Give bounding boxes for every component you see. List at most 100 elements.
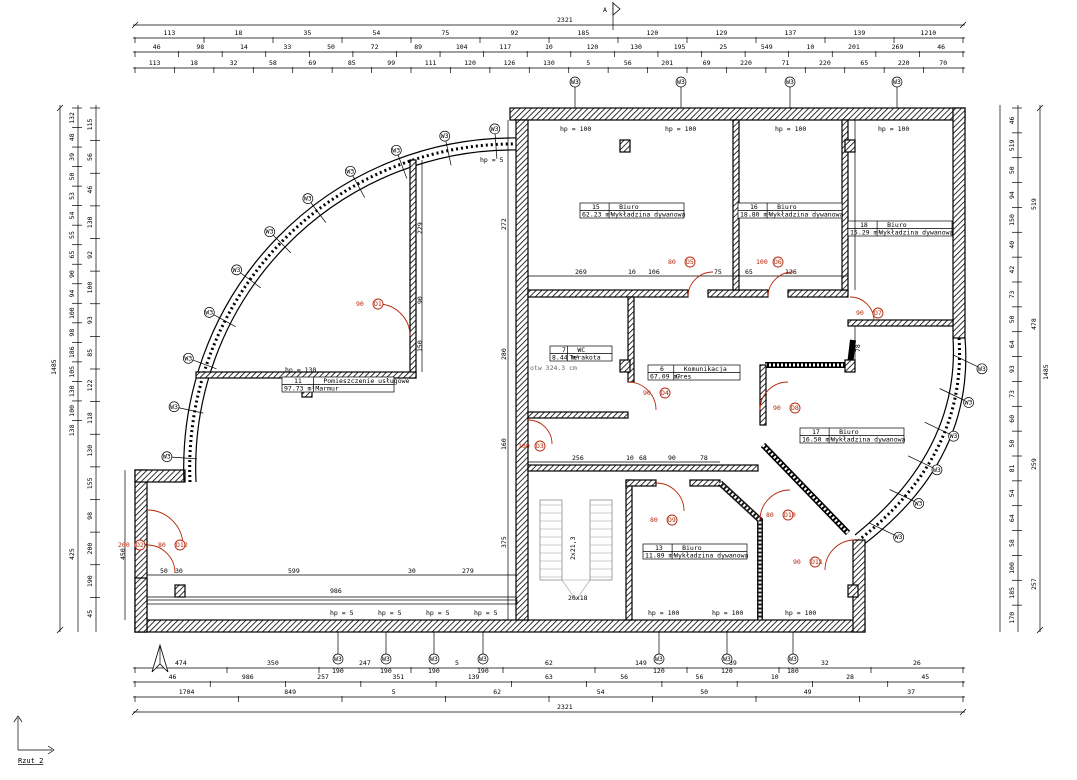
door-tag-id: D10 <box>784 511 796 519</box>
window-tag-id: W3 <box>491 125 499 133</box>
top-dim-value: 111 <box>425 59 437 67</box>
right-dim-value: 50 <box>1008 440 1016 448</box>
room-number: 18 <box>860 221 868 229</box>
window-tag-id: W3 <box>723 655 731 663</box>
view-axis-icon <box>13 715 55 755</box>
right-dim-value: 42 <box>1008 266 1016 274</box>
room-area: 16.50 m² <box>802 436 833 444</box>
interior-dim-value: 10 <box>628 268 636 276</box>
right-part-dim: 519 <box>1030 198 1038 210</box>
room-name: Biuro <box>839 428 859 436</box>
room-area: 67.09 m² <box>650 373 681 381</box>
room-area: 11.89 m² <box>645 552 676 560</box>
door-tag-size: 200 <box>118 541 130 549</box>
top-dim-value: 1210 <box>921 29 937 37</box>
top-dim-value: 54 <box>373 29 381 37</box>
room-name: Biuro <box>682 544 702 552</box>
interior-dim-value: 375 <box>500 536 508 548</box>
bottom-dim-value: 62 <box>493 688 501 696</box>
window-tag-id: W3 <box>479 655 487 663</box>
top-dim-value: 137 <box>785 29 797 37</box>
right-dim-value: 40 <box>1008 241 1016 249</box>
top-dim-value: 120 <box>647 29 659 37</box>
left-dim-value: 55 <box>68 231 76 239</box>
right-dim-value: 519 <box>1008 139 1016 151</box>
interior-dim-value: 78 <box>700 454 708 462</box>
sill-label: hp = 100 <box>560 125 591 133</box>
left-dim-value: 190 <box>86 575 94 587</box>
opening-note: otw 324.3 cm <box>530 364 577 372</box>
left-dim-value: 122 <box>86 379 94 391</box>
right-dimension-lines: 1485 46519509415040427350649373605081546… <box>999 104 1050 634</box>
bottom-dim-value: 10 <box>771 673 779 681</box>
door-tag-id: D1 <box>374 300 382 308</box>
interior-dim-value: 50 <box>160 567 168 575</box>
window-tag-id: W3 <box>266 228 274 236</box>
bottom-dim-value: 54 <box>597 688 605 696</box>
room-number: 13 <box>655 544 663 552</box>
door-tag-id: D9 <box>668 516 676 524</box>
interior-dim-value: 599 <box>288 567 300 575</box>
bottom-dim-value: 139 <box>468 673 480 681</box>
room-number: 16 <box>750 203 758 211</box>
window-tag-id: W3 <box>893 78 901 86</box>
bottom-dim-value: 37 <box>907 688 915 696</box>
sill-label: hp = 100 <box>878 125 909 133</box>
left-dim-value: 115 <box>86 118 94 130</box>
interior-dim-value: 450 <box>119 548 127 560</box>
right-dim-value: 100 <box>1008 562 1016 574</box>
left-dim-value: 155 <box>86 477 94 489</box>
bottom-dim-value: 46 <box>169 673 177 681</box>
interior-dim-value: 256 <box>572 454 584 462</box>
bottom-dim-value: 849 <box>284 688 296 696</box>
left-dim-value: 56 <box>86 153 94 161</box>
window-tag-id: W3 <box>895 533 903 541</box>
left-dim-value: 85 <box>86 349 94 357</box>
left-dim-value: 100 <box>86 282 94 294</box>
top-dim-value: 120 <box>587 43 599 51</box>
top-dim-value: 98 <box>196 43 204 51</box>
interior-dim-value: 65 <box>745 268 753 276</box>
room-name: Biuro <box>619 203 639 211</box>
top-dim-value: 117 <box>499 43 511 51</box>
room-number: 11 <box>294 377 302 385</box>
door-tag-id: D4 <box>661 389 669 397</box>
stair-label: 2x21,3 <box>569 536 577 560</box>
interior-dim-value: 10 <box>626 454 634 462</box>
interior-dim-value: 90 <box>668 454 676 462</box>
bottom-dim-value: 26 <box>913 659 921 667</box>
top-dim-value: 10 <box>806 43 814 51</box>
section-letter: A <box>603 6 607 14</box>
bottom-dim-value: 56 <box>620 673 628 681</box>
window-tag-size: 190 <box>477 667 489 675</box>
interior-dim-value: 280 <box>500 348 508 360</box>
room-floor: Wykładzina dywanowa <box>831 436 905 444</box>
right-dim-value: 93 <box>1008 365 1016 373</box>
bottom-dim-value: 62 <box>545 659 553 667</box>
bottom-dim-value: 50 <box>700 688 708 696</box>
top-dim-value: 18 <box>235 29 243 37</box>
top-dim-value: 75 <box>442 29 450 37</box>
window-tag-id: W3 <box>978 365 986 373</box>
window-tag: W3 <box>784 76 796 108</box>
right-part-dim: 478 <box>1030 318 1038 330</box>
interior-dim-value: 229 <box>416 222 424 234</box>
left-dim-value: 118 <box>86 412 94 424</box>
curve-window-tag: W3 <box>907 455 943 476</box>
door-tag-id: D5 <box>686 258 694 266</box>
interior-dim-value: 30 <box>175 567 183 575</box>
right-dim-value: 73 <box>1008 291 1016 299</box>
